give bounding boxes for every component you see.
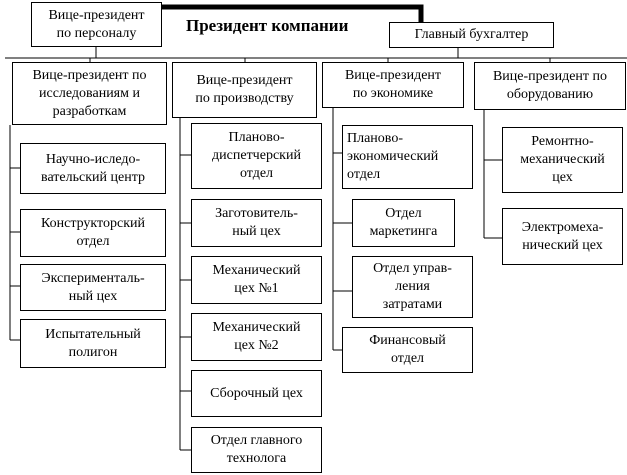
design-department-box: Конструкторский отдел xyxy=(20,209,166,257)
assembly-shop-box: Сборочный цех xyxy=(191,370,322,417)
planning-economic-box: Планово- экономический отдел xyxy=(342,125,473,189)
blank-shop-box: Заготовитель- ный цех xyxy=(191,199,322,247)
cost-management-box: Отдел управ- ления затратами xyxy=(352,256,473,318)
planning-dispatch-box: Планово- диспетчерский отдел xyxy=(191,123,322,189)
electromechanical-box: Электромеха- нический цех xyxy=(502,208,623,265)
vp-economics-box: Вице-президент по экономике xyxy=(322,62,464,108)
marketing-box: Отдел маркетинга xyxy=(352,199,455,247)
testing-ground-box: Испытательный полигон xyxy=(20,319,166,368)
finance-box: Финансовый отдел xyxy=(342,327,473,373)
vp-research-box: Вице-президент по исследованиям и разраб… xyxy=(12,62,167,125)
chief-accountant-box: Главный бухгалтер xyxy=(389,22,554,48)
vp-production-box: Вице-президент по производству xyxy=(172,62,317,118)
repair-mechanical-box: Ремонтно- механический цех xyxy=(502,127,623,193)
mechanical-shop-2-box: Механический цех №2 xyxy=(191,313,322,361)
president-title: Президент компании xyxy=(186,16,349,35)
research-center-box: Научно-иследо- вательский центр xyxy=(20,143,166,194)
chief-technologist-box: Отдел главного технолога xyxy=(191,427,322,473)
vp-equipment-box: Вице-президент по оборудованию xyxy=(474,62,626,110)
vp-personnel-box: Вице-президент по персоналу xyxy=(31,2,162,47)
experimental-shop-box: Эксперименталь- ный цех xyxy=(20,264,166,311)
mechanical-shop-1-box: Механический цех №1 xyxy=(191,256,322,304)
